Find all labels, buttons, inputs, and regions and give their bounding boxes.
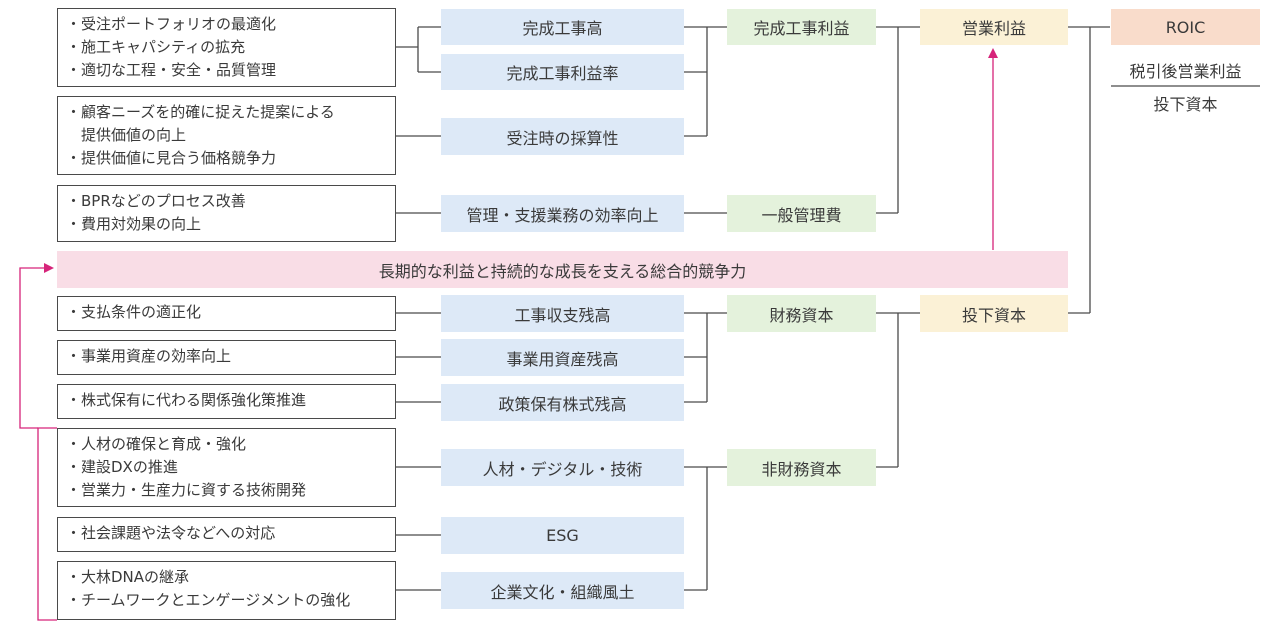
action-item: ・顧客ニーズを的確に捉えた提案による (66, 103, 335, 121)
action-item: ・営業力・生産力に資する技術開発 (66, 481, 307, 499)
action-group-process: ・BPRなどのプロセス改善 ・費用対効果の向上 (57, 185, 396, 242)
kpi-policy-shares: 政策保有株式残高 (441, 384, 684, 421)
action-item: ・チームワークとエンゲージメントの強化 (66, 591, 351, 609)
operating-profit: 営業利益 (920, 9, 1068, 45)
kpi-corporate-culture: 企業文化・組織風土 (441, 572, 684, 609)
competitiveness-band: 長期的な利益と持続的な成長を支える総合的競争力 (57, 251, 1068, 288)
action-item: ・社会課題や法令などへの対応 (66, 524, 276, 542)
general-admin-expenses: 一般管理費 (727, 195, 876, 232)
action-item: ・施工キャパシティの拡充 (66, 38, 246, 56)
action-item: ・株式保有に代わる関係強化策推進 (66, 391, 307, 409)
kpi-business-assets: 事業用資産残高 (441, 339, 684, 376)
action-group-assets: ・事業用資産の効率向上 (57, 340, 396, 375)
non-financial-capital: 非財務資本 (727, 449, 876, 486)
kpi-talent-digital-tech: 人材・デジタル・技術 (441, 449, 684, 486)
action-group-shareholding: ・株式保有に代わる関係強化策推進 (57, 384, 396, 419)
roic-denominator: 投下資本 (1153, 95, 1218, 114)
kpi-admin-efficiency: 管理・支援業務の効率向上 (441, 195, 684, 232)
action-item: ・BPRなどのプロセス改善 (66, 192, 246, 210)
action-group-payment: ・支払条件の適正化 (57, 296, 396, 331)
action-item: ・適切な工程・安全・品質管理 (66, 61, 277, 79)
action-item: ・大林DNAの継承 (66, 568, 190, 586)
action-item: ・受注ポートフォリオの最適化 (66, 15, 277, 33)
roic-box: ROIC (1111, 9, 1260, 45)
kpi-order-profitability: 受注時の採算性 (441, 118, 684, 155)
action-group-talent: ・人材の確保と育成・強化 ・建設DXの推進 ・営業力・生産力に資する技術開発 (57, 428, 396, 507)
action-group-proposal: ・顧客ニーズを的確に捉えた提案による 提供価値の向上 ・提供価値に見合う価格競争… (57, 96, 396, 175)
action-item: ・事業用資産の効率向上 (66, 347, 232, 365)
action-item: ・費用対効果の向上 (66, 215, 202, 233)
invested-capital: 投下資本 (920, 295, 1068, 332)
action-item: 提供価値の向上 (66, 126, 187, 144)
kpi-construction-balance: 工事収支残高 (441, 295, 684, 332)
action-item: ・建設DXの推進 (66, 458, 178, 476)
completed-construction-profit: 完成工事利益 (727, 9, 876, 45)
action-item: ・提供価値に見合う価格競争力 (66, 149, 277, 167)
action-item: ・支払条件の適正化 (66, 303, 202, 321)
action-group-culture: ・大林DNAの継承 ・チームワークとエンゲージメントの強化 (57, 561, 396, 620)
kpi-completed-construction: 完成工事高 (441, 9, 684, 45)
action-group-social: ・社会課題や法令などへの対応 (57, 517, 396, 552)
action-item: ・人材の確保と育成・強化 (66, 435, 247, 453)
kpi-profit-margin: 完成工事利益率 (441, 54, 684, 90)
roic-numerator: 税引後営業利益 (1129, 62, 1242, 81)
financial-capital: 財務資本 (727, 295, 876, 332)
kpi-esg: ESG (441, 517, 684, 554)
action-group-portfolio: ・受注ポートフォリオの最適化 ・施工キャパシティの拡充 ・適切な工程・安全・品質… (57, 8, 396, 87)
